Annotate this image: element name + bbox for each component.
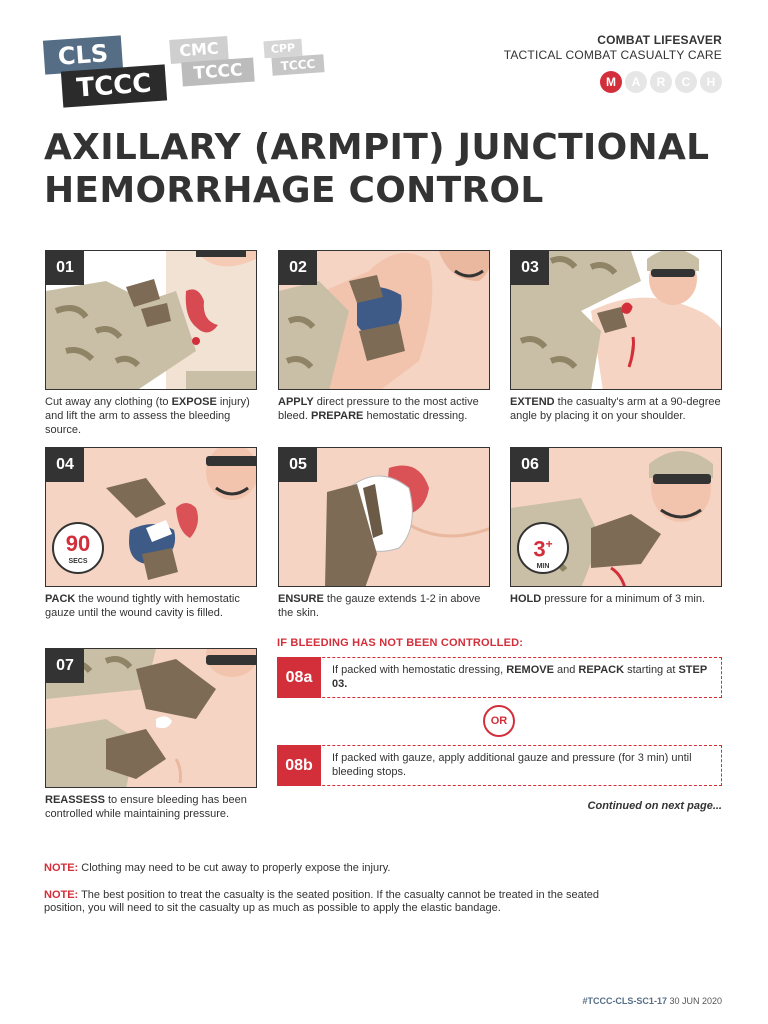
step-caption: APPLY direct pressure to the most active… [278,396,479,422]
step-caption: PACK the wound tightly with hemostatic g… [45,593,240,619]
timer-plus: + [545,537,553,551]
march-letter-c: C [675,71,697,93]
course-header: COMBAT LIFESAVER TACTICAL COMBAT CASUALT… [504,33,722,62]
document-code: #TCCC-CLS-SC1-17 30 JUN 2020 [582,996,722,1006]
step-illustration: 01 [45,250,257,390]
step-01: 01 Cut away any clothing (to EXPOSE inju… [45,250,257,437]
step-illustration: 04 90 SECS [45,447,257,587]
note-1: NOTE: Clothing may need to be cut away t… [44,862,391,874]
logo-word-bottom: TCCC [60,64,168,108]
page-title: AXILLARY (ARMPIT) JUNCTIONAL HEMORRHAGE … [44,126,724,212]
step-08a-box: 08a If packed with hemostatic dressing, … [277,657,722,698]
gauze-extends-illustration [279,448,489,586]
step-03: 03 EXTEND the casualty's arm at a 90-deg… [510,250,722,423]
step-illustration: 07 [45,648,257,788]
timer-value: 3+ [533,536,553,562]
continued-note: Continued on next page... [587,800,722,812]
note-2: NOTE: The best position to treat the cas… [44,889,600,914]
logo-word-bottom: TCCC [271,54,325,76]
step-02: 02 APPLY direct pressure to the most act… [278,250,490,423]
expose-injury-illustration [46,251,256,389]
timer-unit: SECS [68,558,88,565]
step-illustration: 05 [278,447,490,587]
step-08a-text: If packed with hemostatic dressing, REMO… [332,664,707,690]
step-caption: Cut away any clothing (to EXPOSE injury)… [45,396,250,436]
branch-heading: IF BLEEDING HAS NOT BEEN CONTROLLED: [277,637,524,649]
march-letter-h: H [700,71,722,93]
timer-value: 90 [65,531,91,556]
step-caption: ENSURE the gauze extends 1-2 in above th… [278,593,481,619]
reassess-illustration [46,649,256,787]
cls-tccc-logo: CLS TCCC [42,34,170,108]
step-illustration: 06 3+ MIN [510,447,722,587]
title-line-2: HEMORRHAGE CONTROL [44,170,544,211]
step-caption: REASSESS to ensure bleeding has been con… [45,794,247,820]
step-04: 04 90 SECS PACK the wound tightly with h… [45,447,257,620]
step-number: 01 [46,251,84,285]
extend-arm-illustration [511,251,721,389]
timer-unit: MIN [536,563,550,571]
cmc-tccc-logo: CMC TCCC [169,36,256,87]
logo-word-bottom: TCCC [181,57,255,87]
march-letter-m: M [600,71,622,93]
step-07: 07 REASSESS to ensure bleeding has been … [45,648,257,821]
step-caption: HOLD pressure for a minimum of 3 min. [510,593,706,605]
step-06: 06 3+ MIN HOLD pressure for a minimum of… [510,447,722,606]
march-letter-r: R [650,71,672,93]
step-illustration: 02 [278,250,490,390]
step-number: 06 [511,448,549,482]
step-08b-text: If packed with gauze, apply additional g… [332,752,692,778]
step-caption: EXTEND the casualty's arm at a 90-degree… [510,396,721,422]
step-05: 05 ENSURE the gauze extends 1-2 in above… [278,447,490,620]
cpp-tccc-logo: CPP TCCC [263,38,326,76]
step-number: 03 [511,251,549,285]
step-08a-tag: 08a [277,657,321,698]
step-08b-tag: 08b [277,745,321,786]
step-number: 05 [279,448,317,482]
step-number: 04 [46,448,84,482]
step-number: 07 [46,649,84,683]
march-indicator: M A R C H [600,71,722,93]
title-line-1: AXILLARY (ARMPIT) JUNCTIONAL [44,127,710,168]
timer-badge: 3+ MIN [517,522,569,574]
course-name: COMBAT LIFESAVER [597,33,722,47]
course-subtitle: TACTICAL COMBAT CASUALTY CARE [503,48,722,62]
or-divider: OR [483,705,515,737]
step-08b-box: 08b If packed with gauze, apply addition… [277,745,722,786]
march-letter-a: A [625,71,647,93]
step-number: 02 [279,251,317,285]
step-illustration: 03 [510,250,722,390]
timer-badge: 90 SECS [52,522,104,574]
